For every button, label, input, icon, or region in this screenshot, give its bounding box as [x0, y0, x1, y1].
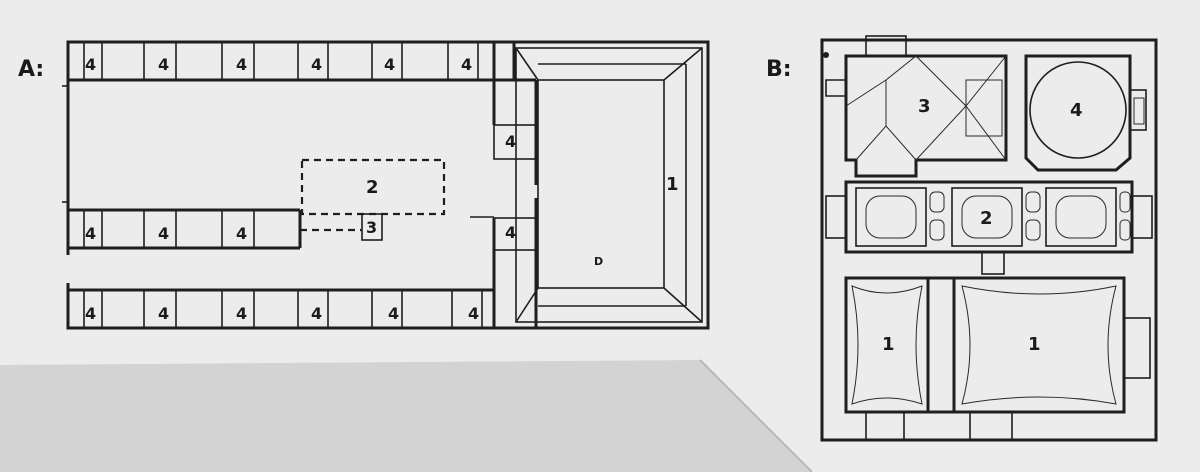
bottom-cell-dividers	[83, 289, 483, 329]
svg-text:4: 4	[236, 304, 247, 323]
svg-text:4: 4	[158, 224, 169, 243]
svg-text:4: 4	[85, 224, 96, 243]
top-cell-dividers	[83, 41, 479, 81]
hall-number: 1	[666, 174, 679, 195]
svg-text:4: 4	[311, 304, 322, 323]
svg-text:4: 4	[158, 304, 169, 323]
plan-a-label: A:	[18, 57, 44, 82]
hall-frame	[515, 47, 703, 323]
torn-paper-shadow	[699, 359, 813, 472]
room-4-number: 4	[1070, 100, 1083, 121]
torn-paper-edge	[0, 360, 812, 472]
middle-cell-dividers	[83, 209, 255, 249]
fountain	[361, 213, 383, 241]
svg-text:4: 4	[384, 55, 395, 74]
central-partition: 4 4	[470, 42, 538, 328]
room-2	[825, 180, 1153, 275]
svg-text:4: 4	[505, 132, 516, 151]
court-number: 2	[366, 177, 379, 198]
svg-text:4: 4	[461, 55, 472, 74]
plan-b-label: B:	[766, 57, 792, 82]
svg-text:4: 4	[468, 304, 479, 323]
room-1-right	[926, 276, 1151, 441]
room-4	[1024, 54, 1147, 172]
svg-text:4: 4	[85, 55, 96, 74]
room-3-number: 3	[918, 96, 931, 117]
svg-text:4: 4	[158, 55, 169, 74]
svg-text:4: 4	[311, 55, 322, 74]
small-mark: D	[594, 255, 603, 268]
room-1b-number: 1	[1028, 334, 1041, 355]
svg-text:4: 4	[388, 304, 399, 323]
svg-text:4: 4	[236, 224, 247, 243]
svg-text:4: 4	[505, 223, 516, 242]
plan-b: B: 3 4	[766, 35, 1158, 442]
fountain-number: 3	[366, 218, 377, 237]
room-1a-number: 1	[882, 334, 895, 355]
svg-text:4: 4	[236, 55, 247, 74]
cell-numbers: 4 4 4 4 4 4 4 4 4 4 4 4 4 4 4	[85, 55, 479, 323]
room-3	[825, 35, 1008, 178]
room-2-number: 2	[980, 208, 993, 229]
svg-text:4: 4	[85, 304, 96, 323]
plan-a: A:	[18, 40, 710, 330]
